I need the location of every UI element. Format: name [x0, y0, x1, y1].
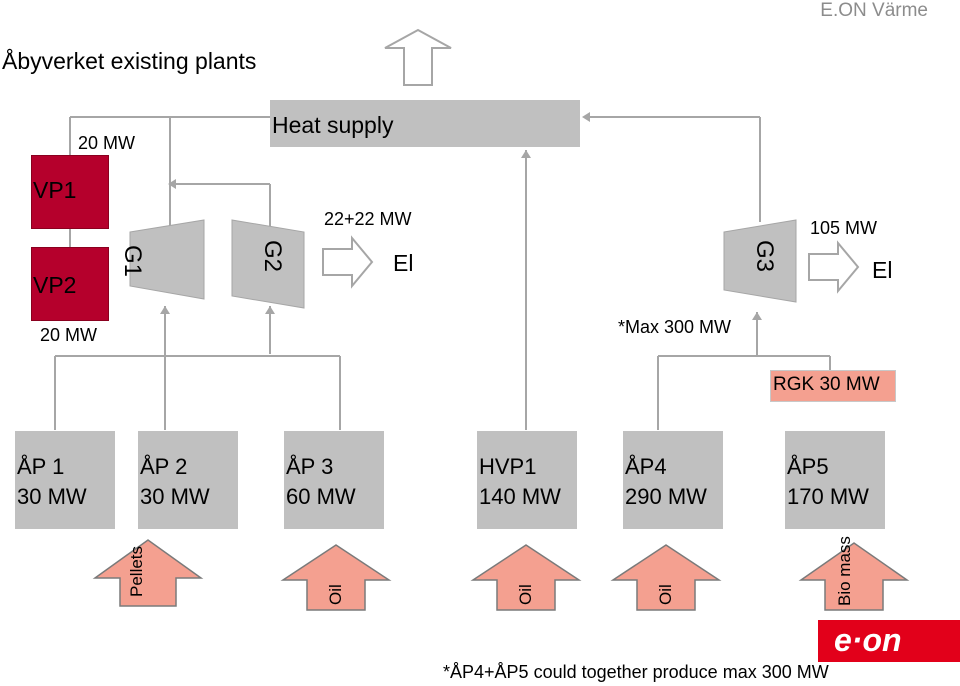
rgk-label: RGK 30 MW: [773, 374, 880, 395]
plant-name: ÅP5: [787, 454, 829, 479]
plant-capacity: 290 MW: [625, 484, 707, 509]
eon-logo: e·on: [818, 620, 960, 662]
plant-name: ÅP4: [625, 454, 667, 479]
rgk-box: [770, 370, 896, 402]
el-right-label: El: [872, 257, 893, 283]
vp-top-capacity: 20 MW: [78, 133, 136, 153]
el-right-capacity: 105 MW: [810, 218, 878, 238]
vp1-label: VP1: [33, 177, 77, 203]
plant-ap4: ÅP4 290 MW: [623, 431, 723, 529]
plant-name: ÅP 2: [140, 454, 188, 479]
plant-name: HVP1: [479, 454, 537, 479]
turbine-g2-label: G2: [259, 240, 286, 273]
fuel-label-biomass: Bio mass: [835, 536, 854, 606]
plant-name: ÅP 3: [286, 454, 334, 479]
max-note: *Max 300 MW: [618, 317, 732, 337]
plant-capacity: 30 MW: [140, 484, 210, 509]
el-left-capacity: 22+22 MW: [324, 209, 412, 229]
brand-text: E.ON Värme: [820, 0, 928, 21]
plant-capacity: 30 MW: [17, 484, 87, 509]
turbine-g3-label: G3: [751, 240, 778, 273]
page-title: Åbyverket existing plants: [2, 48, 257, 74]
plant-ap1: ÅP 1 30 MW: [15, 431, 115, 529]
eon-logo-text: e·on: [834, 622, 902, 658]
fuel-label-oil-ap3: Oil: [326, 584, 345, 605]
el-left-label: El: [393, 250, 414, 276]
plant-capacity: 140 MW: [479, 484, 561, 509]
fuel-label-pellets: Pellets: [127, 545, 146, 597]
plant-ap5: ÅP5 170 MW: [785, 431, 885, 529]
fuel-label-oil-hvp1: Oil: [516, 584, 535, 605]
plant-name: ÅP 1: [17, 454, 65, 479]
plant-ap3: ÅP 3 60 MW: [284, 431, 384, 529]
vp2-label: VP2: [33, 272, 77, 298]
vp-bottom-capacity: 20 MW: [40, 325, 98, 345]
plant-capacity: 170 MW: [787, 484, 869, 509]
fuel-label-oil-ap4: Oil: [656, 584, 675, 605]
plant-capacity: 60 MW: [286, 484, 356, 509]
vp2-box: [31, 247, 109, 321]
turbine-g1-label: G1: [119, 245, 146, 278]
vp1-box: [31, 155, 109, 229]
footnote: *ÅP4+ÅP5 could together produce max 300 …: [443, 662, 829, 682]
heat-supply-box: [270, 100, 580, 147]
plant-ap2: ÅP 2 30 MW: [138, 431, 238, 529]
heat-supply-label: Heat supply: [272, 112, 394, 138]
plant-hvp1: HVP1 140 MW: [477, 431, 577, 529]
